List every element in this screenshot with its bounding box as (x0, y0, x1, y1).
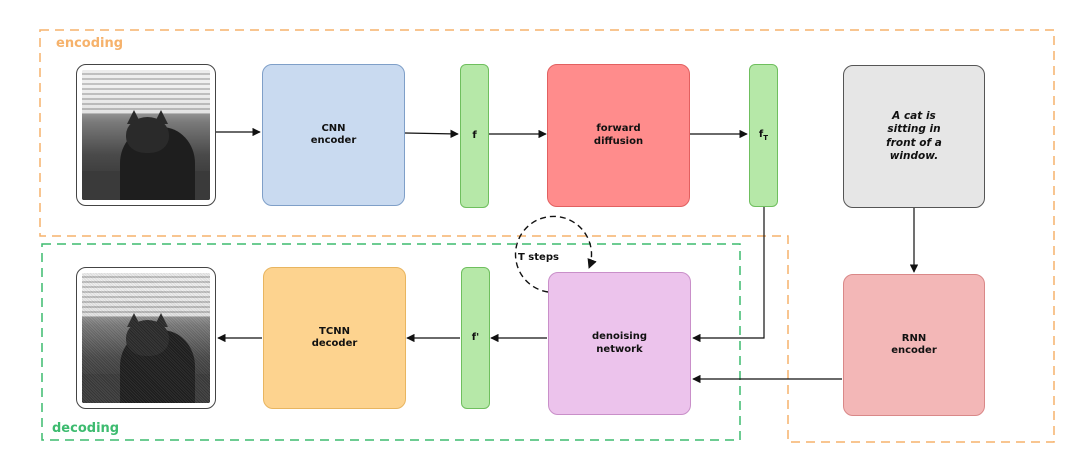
rnn-encoder-box: RNN encoder (843, 274, 985, 416)
arrow-ft-to-denoising (692, 207, 765, 343)
input-image (76, 64, 216, 206)
cat-photo (82, 70, 210, 200)
decoding-region-border (41, 243, 741, 441)
feature-f-bar: f (460, 64, 489, 208)
output-image (76, 267, 216, 409)
t-steps-loop (514, 215, 597, 293)
encoding-region-border (39, 29, 1055, 443)
cnn-encoder-box: CNN encoder (262, 64, 405, 206)
feature-ft-bar: fT (749, 64, 778, 207)
forward-diffusion-box: forward diffusion (547, 64, 690, 207)
arrow-cnn-to-f (404, 129, 459, 139)
denoising-network-box: denoising network (548, 272, 691, 415)
encoding-region-label: encoding (56, 36, 124, 51)
caption-box: A cat is sitting in front of a window. (843, 65, 985, 208)
feature-ft-label: fT (758, 128, 769, 142)
reconstructed-cat-photo (82, 273, 210, 403)
feature-fprime-bar: f' (461, 267, 490, 409)
decoding-region-label: decoding (52, 421, 120, 436)
tcnn-decoder-box: TCNN decoder (263, 267, 406, 409)
t-steps-label: T steps (518, 252, 559, 263)
